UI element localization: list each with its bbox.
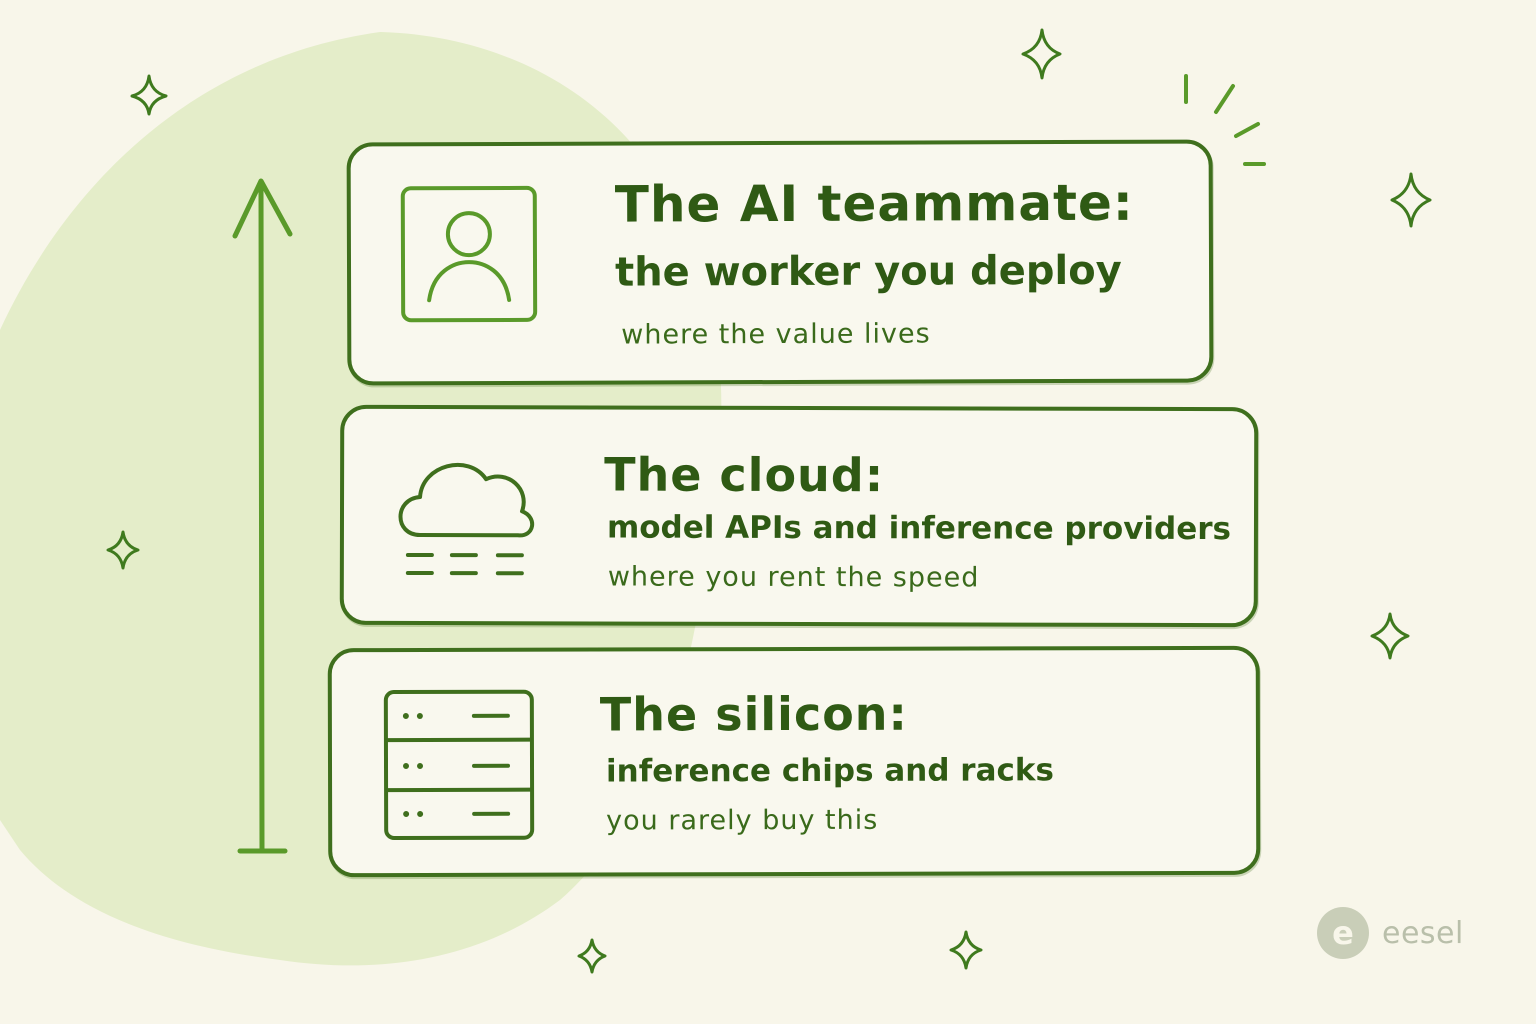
sparkle-icon	[1370, 612, 1410, 660]
sparkle-icon	[1021, 28, 1062, 80]
sparkle-icon	[1390, 172, 1432, 228]
layer-description: inference chips and racks	[605, 752, 1054, 790]
layer-title: The AI teammate:	[614, 173, 1134, 234]
sparkle-icon	[949, 930, 983, 970]
brand-watermark: e eesel	[1316, 906, 1464, 960]
layer-card-ai-teammate: The AI teammate: the worker you deploy w…	[346, 139, 1214, 386]
layer-title: The cloud:	[604, 447, 885, 503]
shine-lines	[1184, 74, 1266, 166]
brand-logo-letter: e	[1332, 914, 1354, 952]
layer-note: you rarely buy this	[606, 804, 879, 837]
growth-arrow	[232, 178, 293, 854]
sparkle-icon	[577, 938, 607, 974]
layer-card-cloud: The cloud: model APIs and inference prov…	[339, 404, 1259, 628]
arrow-shaft	[258, 183, 265, 853]
layer-card-silicon: The silicon: inference chips and racks y…	[327, 645, 1261, 878]
sparkle-icon	[106, 530, 140, 570]
layer-description: the worker you deploy	[614, 247, 1122, 296]
brand-name: eesel	[1382, 915, 1464, 951]
cloud-icon	[390, 449, 540, 589]
layer-note: where you rent the speed	[607, 561, 980, 594]
person-icon	[397, 182, 542, 327]
brand-logo-icon: e	[1317, 907, 1369, 959]
layer-note: where the value lives	[621, 318, 931, 351]
sparkle-icon	[130, 74, 168, 116]
layer-description: model APIs and inference providers	[606, 509, 1232, 548]
server-rack-icon	[382, 688, 536, 842]
layer-title: The silicon:	[599, 686, 908, 742]
arrow-head	[232, 178, 293, 239]
sparkle-group	[106, 28, 1432, 974]
